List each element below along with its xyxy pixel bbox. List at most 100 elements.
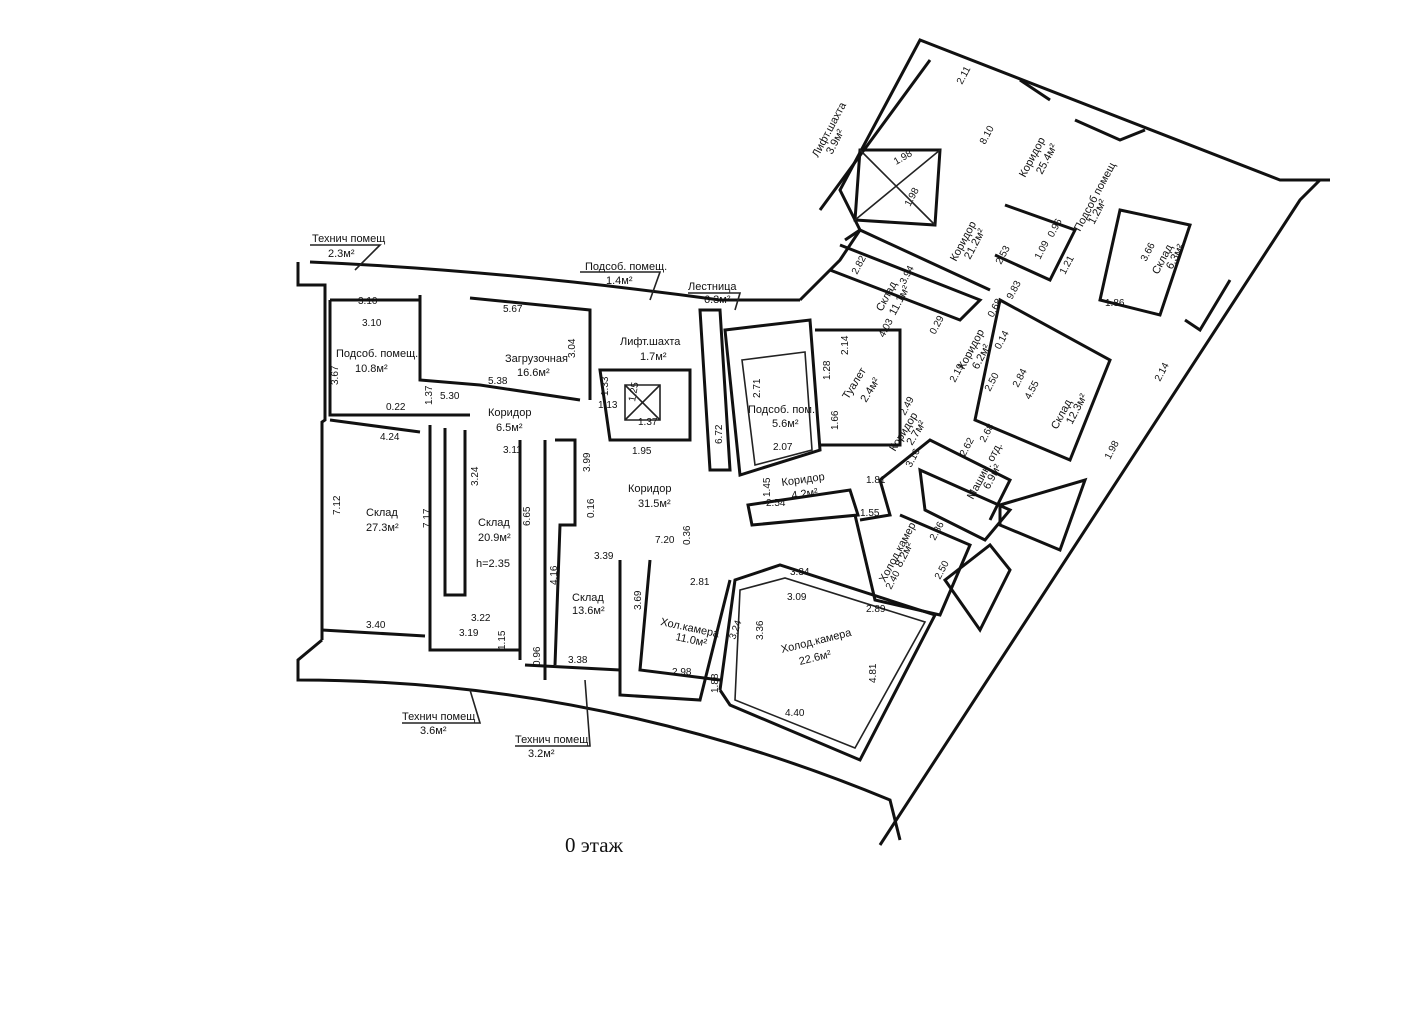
room-area: 1.4м² xyxy=(606,275,633,287)
room-area: 22.6м² xyxy=(798,648,833,668)
dimension: 0.36 xyxy=(682,525,693,545)
dimension: 3.04 xyxy=(567,338,578,358)
dimension: 2.07 xyxy=(773,442,793,453)
dimension: 0.14 xyxy=(993,329,1012,352)
room-name: Коридор xyxy=(628,483,671,495)
room-area: 1.7м² xyxy=(640,351,667,363)
walls xyxy=(296,38,1330,846)
room-name: Склад xyxy=(478,517,510,529)
dimension: 3.16 xyxy=(904,447,923,470)
dimension: 3.11 xyxy=(503,445,522,456)
room-area: 3.2м² xyxy=(528,748,555,760)
dimension: 1.98 xyxy=(903,186,922,209)
dimension: 2.81 xyxy=(690,577,710,588)
room-name: Склад xyxy=(572,592,604,604)
dimension: 6.65 xyxy=(522,506,533,526)
dimension: 4.16 xyxy=(549,565,560,585)
dimension: 5.30 xyxy=(440,391,460,402)
dimension: 2.84 xyxy=(1011,367,1030,390)
dimension: 8.10 xyxy=(978,124,997,147)
dimension: 1.37 xyxy=(424,385,435,405)
dimension: 2.14 xyxy=(840,335,851,355)
room-name: Подсоб. помещ. xyxy=(585,261,667,273)
dimension: 2.54 xyxy=(766,498,786,509)
dimension: 3.34 xyxy=(790,567,810,578)
dimension: 2.11 xyxy=(955,64,974,86)
dimension: 2.71 xyxy=(752,378,763,398)
dimension: 0.29 xyxy=(928,314,947,337)
room-note: h=2.35 xyxy=(476,558,510,570)
dimension: 2.14 xyxy=(1153,361,1172,384)
dimension: 3.19 xyxy=(459,628,479,639)
dimension: 3.40 xyxy=(366,620,386,631)
dimension: 3.10 xyxy=(362,318,382,329)
dimension: 1.81 xyxy=(866,475,886,486)
dimension: 1.28 xyxy=(822,360,833,380)
room-name: Технич помещ xyxy=(402,711,475,723)
dimension: 2.86 xyxy=(928,520,947,543)
room-name: Технич помещ xyxy=(515,734,588,746)
room-name: Склад xyxy=(366,507,398,519)
leader-lines xyxy=(310,244,742,747)
dimension: 1.09 xyxy=(1033,239,1052,262)
room-area: 6.5м² xyxy=(496,422,523,434)
room-name: Загрузочная xyxy=(505,353,568,365)
dimension: 1.37 xyxy=(638,417,658,428)
dimension: 2.82 xyxy=(850,254,869,277)
room-name: Коридор xyxy=(781,471,826,489)
dimension: 7.20 xyxy=(655,535,675,546)
dimension: 1.88 xyxy=(710,673,721,693)
dimension: 1.45 xyxy=(762,477,773,497)
dimension: 6.72 xyxy=(714,424,725,444)
room-area: 31.5м² xyxy=(638,498,671,510)
room-name: Подсоб. помещ. xyxy=(336,348,418,360)
dimension: 3.09 xyxy=(787,592,807,603)
dimension: 1.98 xyxy=(1103,439,1122,462)
room-area: 10.8м² xyxy=(355,363,388,375)
room-area: 27.3м² xyxy=(366,522,399,534)
dimension: 3.99 xyxy=(582,452,593,472)
dimension: 1.95 xyxy=(632,446,652,457)
room-area: 4.2м² xyxy=(791,486,819,502)
dimension: 3.69 xyxy=(633,590,644,610)
dimension: 5.38 xyxy=(488,376,508,387)
dimension: 3.39 xyxy=(594,551,614,562)
room-name: Подсоб. пом. xyxy=(748,404,815,416)
dimension: 1.55 xyxy=(860,508,880,519)
dimension: 1.86 xyxy=(1105,298,1125,309)
room-area: 13.6м² xyxy=(572,605,605,617)
dimension: 3.24 xyxy=(470,466,481,486)
dimension: 1.13 xyxy=(598,400,618,411)
dimension: 2.62 xyxy=(958,436,977,459)
dimension: 0.16 xyxy=(586,498,597,518)
dimension: 1.33 xyxy=(600,376,611,396)
room-area: 16.6м² xyxy=(517,367,550,379)
floor-title: 0 этаж xyxy=(565,833,624,857)
dimension: 5.67 xyxy=(503,304,523,315)
dimension: 1.66 xyxy=(830,410,841,430)
room-area: 5.6м² xyxy=(772,418,799,430)
room-name: Лестница xyxy=(688,281,737,293)
dimension: 3.67 xyxy=(330,365,341,385)
dimension: 7.17 xyxy=(422,508,433,528)
dimension: 4.55 xyxy=(1023,379,1042,402)
dimension: 4.40 xyxy=(785,708,805,719)
dimension: 2.89 xyxy=(866,604,886,615)
dimension: 0.22 xyxy=(386,402,406,413)
dimension: 1.25 xyxy=(627,381,641,403)
room-area: 3.6м² xyxy=(420,725,447,737)
dimension: 3.10 xyxy=(358,296,378,307)
dimension: 4.03 xyxy=(877,317,896,340)
room-name: Коридор xyxy=(488,407,531,419)
dimension: 4.24 xyxy=(380,432,400,443)
room-area: 6.3м² xyxy=(704,294,731,306)
dimension: 4.81 xyxy=(868,663,879,683)
room-area: 20.9м² xyxy=(478,532,511,544)
dimension: 0.96 xyxy=(532,646,543,666)
dimension: 9.83 xyxy=(1005,279,1024,302)
dimension: 7.12 xyxy=(332,495,343,515)
room-labels: Технич помещ 2.3м² Подсоб. помещ. 10.8м²… xyxy=(312,100,1187,760)
room-area: 2.3м² xyxy=(328,248,355,260)
room-name: Лифт.шахта xyxy=(620,336,681,348)
